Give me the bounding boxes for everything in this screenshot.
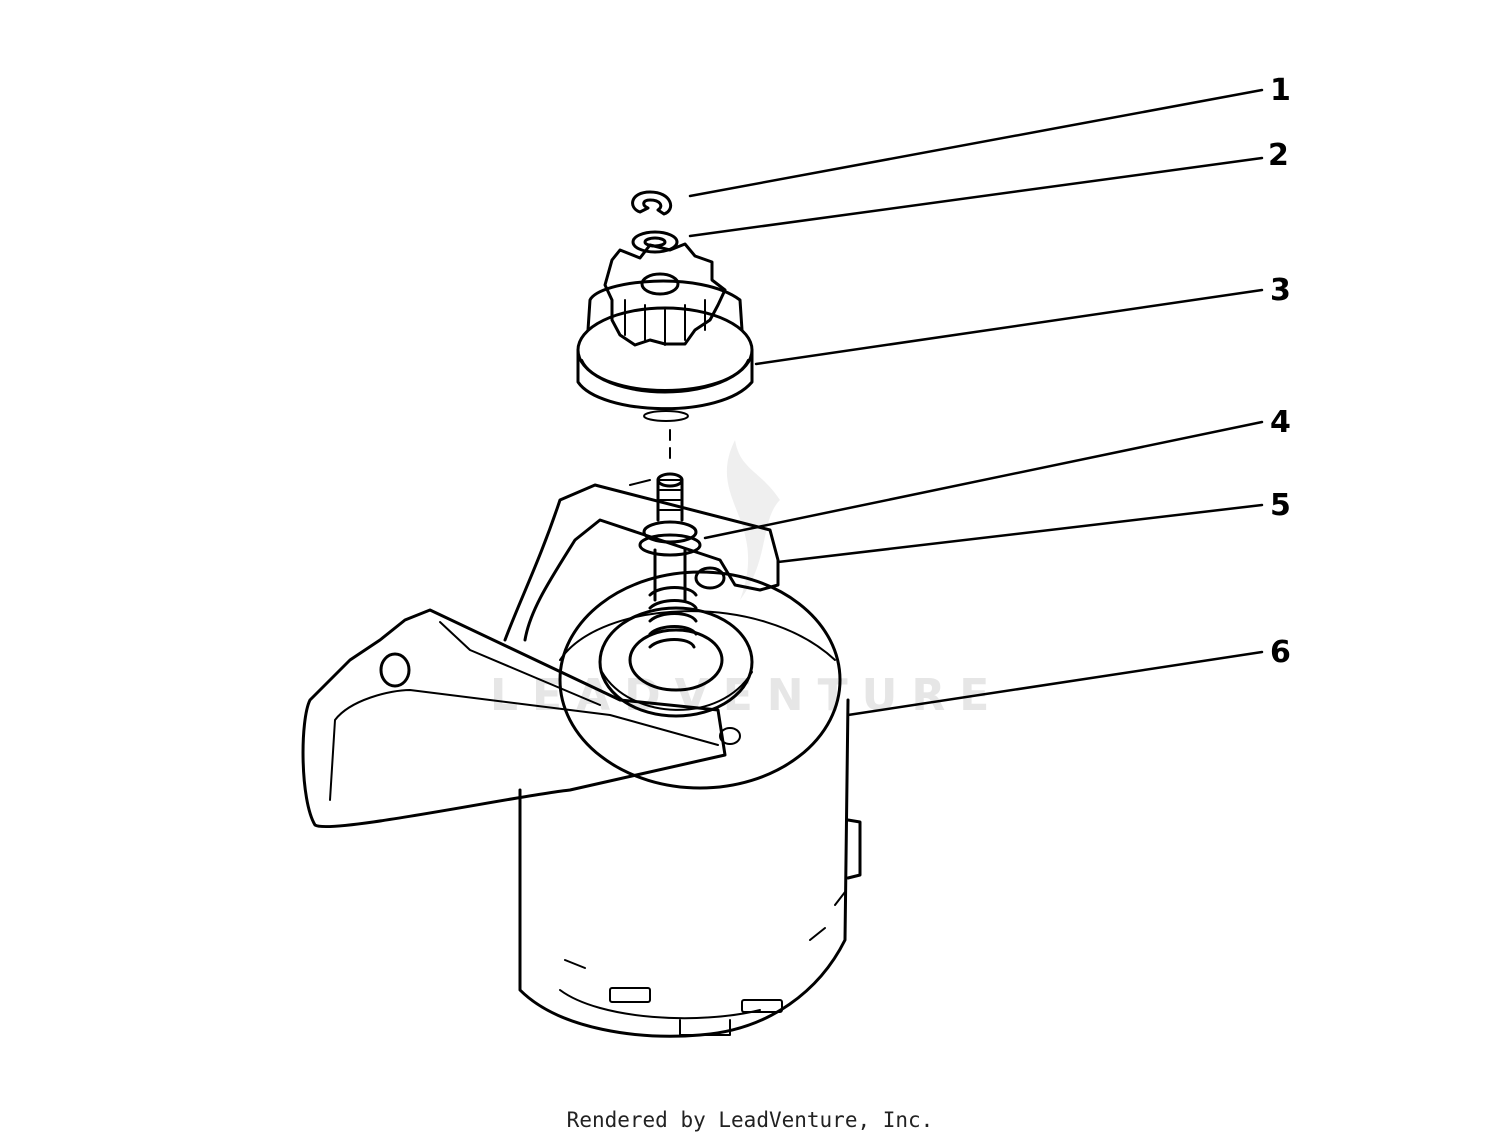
starter-motor-body bbox=[518, 570, 862, 1038]
leader-lines bbox=[688, 88, 1264, 717]
callout-5: 5 bbox=[1270, 488, 1291, 523]
drive-pinion-gear bbox=[576, 242, 754, 422]
washer bbox=[631, 230, 679, 254]
callout-6: 6 bbox=[1270, 635, 1291, 670]
callout-1: 1 bbox=[1270, 73, 1291, 108]
retaining-clip bbox=[631, 190, 673, 216]
footer-credit: Rendered by LeadVenture, Inc. bbox=[566, 1108, 934, 1132]
callout-3: 3 bbox=[1270, 273, 1291, 308]
callout-2: 2 bbox=[1268, 138, 1289, 173]
mounting-bracket bbox=[503, 479, 780, 642]
callout-4: 4 bbox=[1270, 405, 1291, 440]
parts-diagram: LEADVENTURE bbox=[301, 73, 1291, 1038]
bracket-flange bbox=[301, 608, 741, 829]
callout-numbers: 1 2 3 4 5 6 bbox=[1268, 73, 1291, 670]
shaft-with-spring bbox=[638, 429, 702, 649]
